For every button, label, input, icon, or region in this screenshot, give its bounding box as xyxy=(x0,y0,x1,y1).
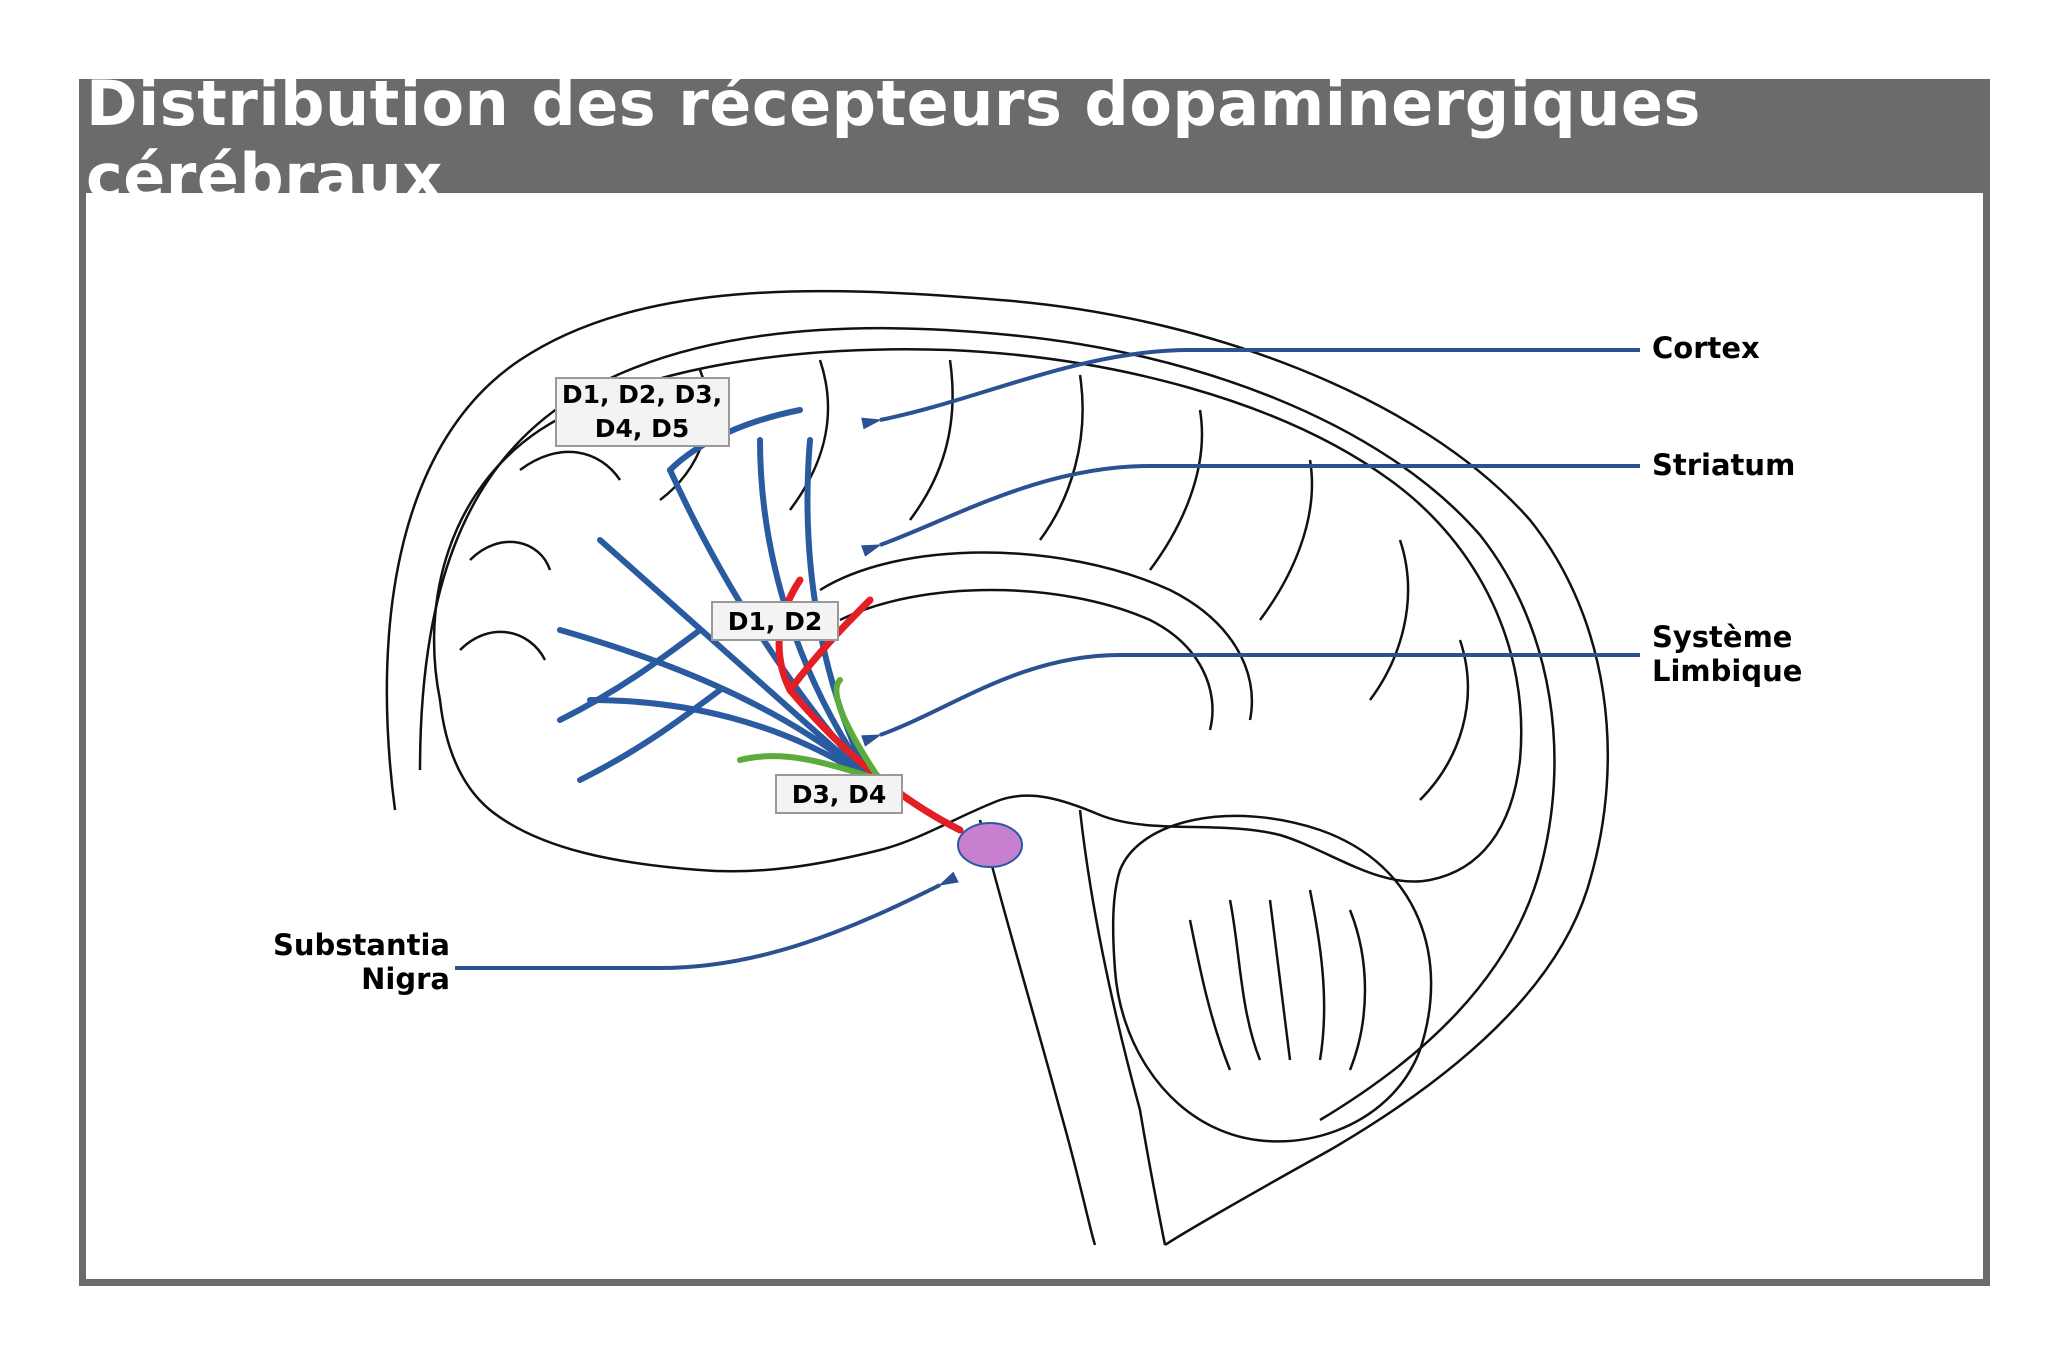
label-substantia-2: Nigra xyxy=(361,962,450,996)
title-bar: Distribution des récepteurs dopaminergiq… xyxy=(86,67,1983,213)
svg-text:D4, D5: D4, D5 xyxy=(595,414,690,443)
receptor-box-striatal: D1, D2 xyxy=(711,601,839,641)
svg-text:D3, D4: D3, D4 xyxy=(792,780,887,809)
label-substantia-1: Substantia xyxy=(273,928,450,962)
label-limbic-1: Système xyxy=(1652,620,1792,654)
svg-text:D1, D2: D1, D2 xyxy=(728,607,823,636)
substantia-nigra xyxy=(957,822,1023,868)
striatum-pointer xyxy=(861,464,1640,557)
label-cortex: Cortex xyxy=(1652,331,1760,365)
receptor-box-limbic: D3, D4 xyxy=(775,774,903,814)
svg-text:D1, D2, D3,: D1, D2, D3, xyxy=(562,380,722,409)
green-pathway xyxy=(737,677,883,783)
label-striatum: Striatum xyxy=(1652,448,1795,482)
pointer-lines xyxy=(455,348,1640,970)
label-limbic-2: Limbique xyxy=(1652,654,1802,688)
page-title: Distribution des récepteurs dopaminergiq… xyxy=(86,66,1701,213)
brain-outline xyxy=(432,348,1523,1246)
substantia-pointer xyxy=(455,871,959,970)
diagram-frame: Distribution des récepteurs dopaminergiq… xyxy=(79,67,1990,1286)
head-outline xyxy=(385,289,1609,1247)
cortex-pointer xyxy=(861,348,1640,430)
limbic-pointer xyxy=(861,653,1640,747)
receptor-box-cortical: D1, D2, D3, D4, D5 xyxy=(555,377,730,447)
